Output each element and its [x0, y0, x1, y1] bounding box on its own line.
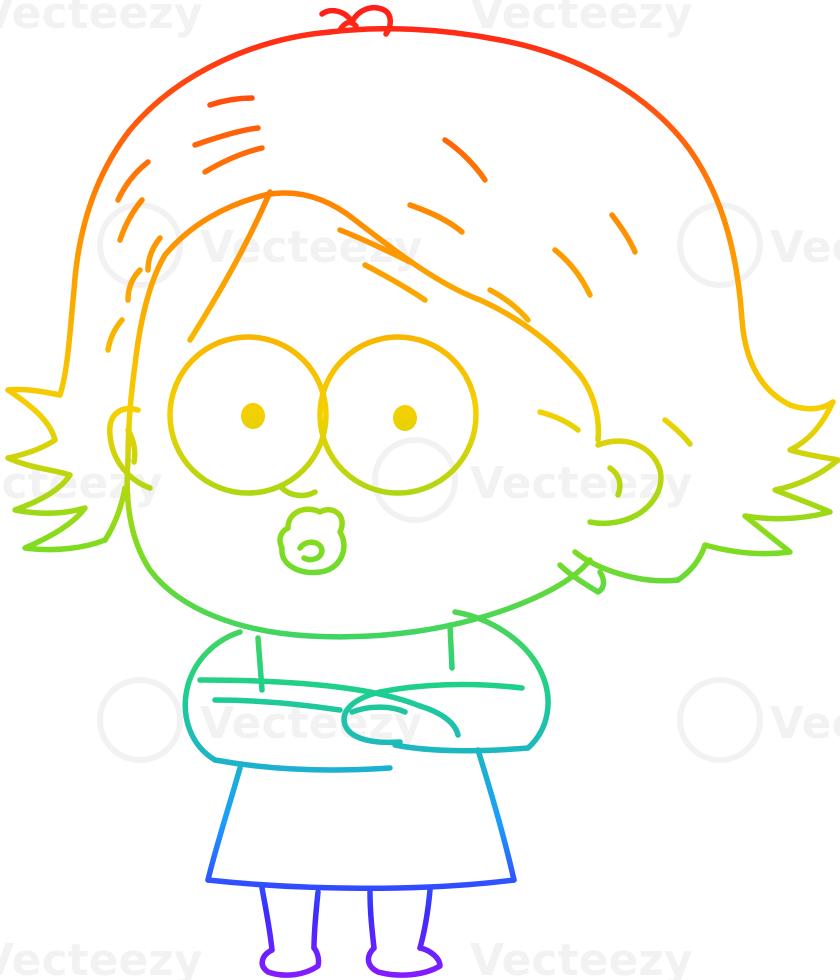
- watermark-text: Vecteezy: [0, 0, 203, 39]
- left-ear: [107, 406, 153, 491]
- hair-fringe: [187, 189, 273, 343]
- hair-strand: [207, 95, 255, 108]
- hair-tip: [557, 562, 607, 595]
- left-foot: [259, 945, 322, 978]
- right-pupil: [393, 405, 417, 431]
- dress: [205, 765, 243, 883]
- body: [182, 609, 551, 978]
- face: [107, 334, 664, 640]
- face-outline: [124, 457, 593, 640]
- neck: [447, 622, 455, 671]
- right-ear-inner: [607, 465, 623, 498]
- sleeve-line: [212, 757, 393, 773]
- dress-hem: [205, 877, 517, 891]
- mouth: [277, 506, 347, 576]
- right-leg: [417, 887, 433, 951]
- hair-strand: [145, 235, 163, 273]
- hair-strand: [362, 262, 428, 303]
- hair-tuft: [337, 19, 359, 33]
- watermark-text: Vecteezy: [770, 698, 840, 749]
- hair-strand: [442, 137, 488, 183]
- right-arm: [392, 742, 531, 754]
- hair-strand: [337, 227, 413, 265]
- hair-fringe: [162, 190, 602, 443]
- hair-strand: [407, 202, 465, 235]
- right-ear: [587, 438, 664, 527]
- hair-tip: [572, 549, 681, 584]
- right-arm: [341, 681, 525, 746]
- left-eye: [167, 334, 329, 496]
- watermark-text: Vecteezy: [470, 935, 693, 980]
- hair-strand: [552, 247, 593, 298]
- left-arm: [197, 677, 423, 709]
- hair: [5, 4, 840, 595]
- hair-strand: [202, 145, 265, 175]
- hair-strand: [662, 417, 693, 447]
- watermark-text: Vecteezy: [770, 222, 840, 273]
- left-arm: [212, 697, 343, 713]
- mouth-inner: [297, 539, 325, 563]
- left-pupil: [241, 403, 265, 429]
- hair-outline: [327, 25, 840, 583]
- left-hand: [417, 703, 461, 738]
- dress: [475, 747, 517, 883]
- torso-outline: [452, 609, 551, 751]
- hair-strand: [487, 287, 531, 323]
- right-foot: [365, 945, 443, 978]
- right-leg: [367, 889, 377, 951]
- right-eye: [317, 334, 479, 496]
- left-ear-inner: [125, 427, 138, 465]
- hair-strand: [117, 197, 145, 243]
- watermark-text: Vecteezy: [0, 935, 203, 980]
- watermark-text: Vecteezy: [470, 0, 693, 39]
- right-hand: [349, 704, 408, 715]
- hair-strand: [125, 267, 143, 303]
- hair-strand: [537, 409, 581, 433]
- hair-outline: [5, 29, 333, 553]
- hair-tuft: [319, 4, 393, 37]
- hair-strand: [192, 125, 261, 148]
- hair-strand: [609, 212, 638, 255]
- hair-tip: [102, 485, 128, 543]
- left-leg: [311, 889, 321, 951]
- left-leg: [259, 885, 275, 953]
- nose: [279, 485, 318, 499]
- hair-strand: [115, 159, 151, 203]
- hair-strand: [105, 317, 125, 353]
- torso-outline: [182, 629, 243, 763]
